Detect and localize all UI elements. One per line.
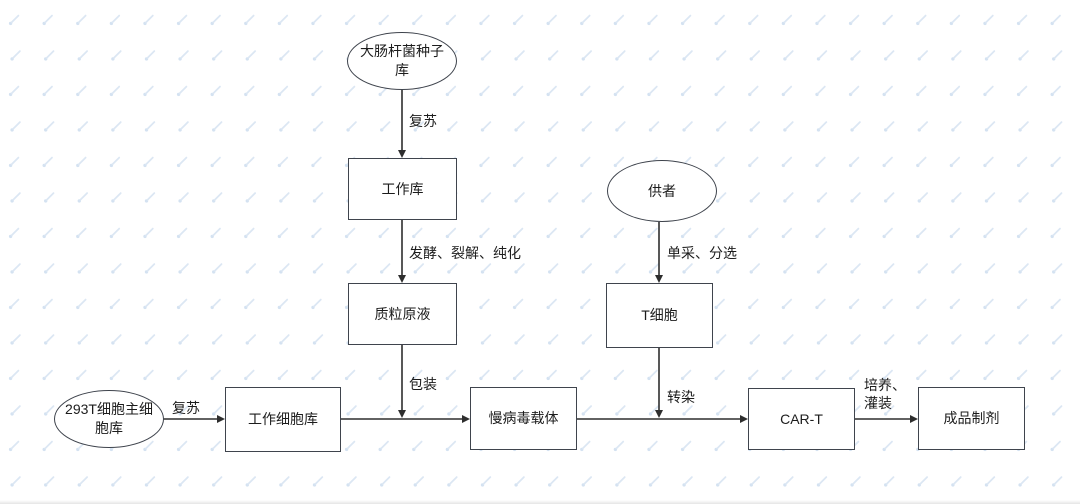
node-finished-product-label: 成品制剂 <box>943 410 1000 427</box>
node-car-t: CAR-T <box>748 388 855 450</box>
node-working-cell-bank: 工作细胞库 <box>225 387 341 452</box>
arrowhead-revive-top <box>398 150 406 158</box>
arrowhead-culture-fill <box>910 415 918 423</box>
node-293t-master-cell-bank: 293T细胞主细胞库 <box>54 390 164 448</box>
edge-label-ferment-lyse-purify: 发酵、裂解、纯化 <box>409 245 521 261</box>
node-ecoli-seed-bank: 大肠杆菌种子库 <box>347 32 457 90</box>
arrowhead-transfect <box>655 410 663 418</box>
arrowhead-ferment <box>398 275 406 283</box>
node-t-cells: T细胞 <box>606 283 713 348</box>
edge-label-revive-top: 复苏 <box>409 113 437 129</box>
node-working-cell-bank-label: 工作细胞库 <box>248 411 318 428</box>
edge-label-apheresis-sort: 单采、分选 <box>667 245 737 261</box>
node-293t-master-cell-bank-label: 293T细胞主细胞库 <box>65 401 153 436</box>
arrowhead-revive-bottom <box>217 415 225 423</box>
node-working-bank: 工作库 <box>348 158 457 220</box>
arrowhead-package <box>398 410 406 418</box>
node-plasmid-stock-label: 质粒原液 <box>374 305 431 322</box>
node-ecoli-seed-bank-label: 大肠杆菌种子库 <box>360 43 444 78</box>
node-donor: 供者 <box>607 160 717 222</box>
node-lentiviral-vector-label: 慢病毒载体 <box>488 410 559 427</box>
edge-label-transfect: 转染 <box>667 389 695 405</box>
node-lentiviral-vector: 慢病毒载体 <box>470 387 577 450</box>
node-t-cells-label: T细胞 <box>641 307 678 324</box>
arrowhead-apheresis <box>655 275 663 283</box>
node-plasmid-stock: 质粒原液 <box>348 283 457 345</box>
node-car-t-label: CAR-T <box>780 410 823 427</box>
node-donor-label: 供者 <box>648 182 676 199</box>
edge-label-culture-fill: 培养、灌装 <box>864 377 906 412</box>
node-finished-product: 成品制剂 <box>918 387 1025 450</box>
arrowhead-to-lentivirus <box>462 415 470 423</box>
node-working-bank-label: 工作库 <box>381 180 424 197</box>
arrowhead-to-cart <box>740 415 748 423</box>
edge-label-package: 包装 <box>409 376 437 392</box>
edge-label-revive-bottom: 复苏 <box>172 400 200 416</box>
